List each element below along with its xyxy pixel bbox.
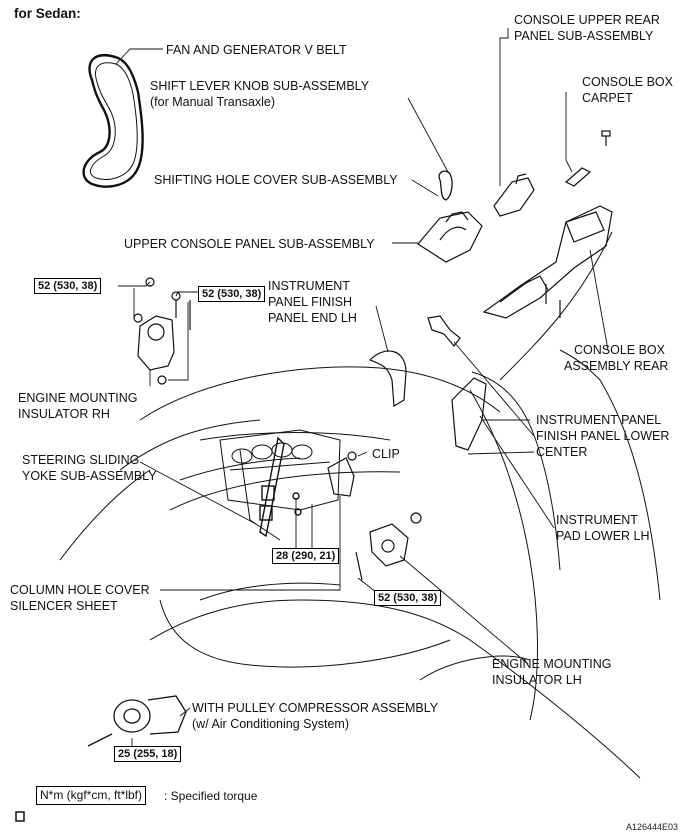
label-shift-knob: SHIFT LEVER KNOB SUB-ASSEMBLY (150, 79, 370, 93)
console-upper-rear-illustration (493, 177, 535, 217)
label-column-hole-cover-1: COLUMN HOLE COVER (10, 583, 150, 597)
torque-box-engine-mount-lh: 52 (530, 38) (374, 590, 442, 606)
label-ip-pad-lower-1: INSTRUMENT (556, 513, 638, 527)
label-engine-mount-rh-1: ENGINE MOUNTING (18, 391, 138, 405)
torque-box-steering-yoke: 28 (290, 21) (272, 548, 340, 564)
console-box-carpet-illustration (564, 167, 592, 187)
ip-pad-lower-illustration (451, 377, 487, 451)
label-ip-finish-end-2: PANEL FINISH (268, 295, 353, 309)
label-clip: CLIP (372, 447, 400, 461)
label-ip-pad-lower-2: PAD LOWER LH (556, 529, 650, 543)
label-compressor-1: WITH PULLEY COMPRESSOR ASSEMBLY (192, 701, 439, 715)
vehicle-silhouette (59, 231, 661, 779)
torque-box-compressor: 25 (255, 18) (114, 746, 182, 762)
label-compressor-2: (w/ Air Conditioning System) (192, 717, 350, 731)
torque-box-engine-mount-rh-side: 52 (530, 38) (198, 286, 266, 302)
legend-specified-torque-text: : Specified torque (164, 789, 258, 803)
bolt-top-right (601, 130, 611, 146)
label-ip-finish-lower-2: FINISH PANEL LOWER (536, 429, 670, 443)
label-steering-yoke-2: YOKE SUB-ASSEMBLY (22, 469, 157, 483)
label-column-hole-cover-2: SILENCER SHEET (10, 599, 118, 613)
diagram-title: for Sedan: (14, 6, 81, 21)
legend-torque-unit-box: N*m (kgf*cm, ft*lbf) (36, 786, 147, 805)
compressor-illustration (87, 695, 187, 747)
label-engine-mount-rh-2: INSULATOR RH (18, 407, 110, 421)
label-fan-belt: FAN AND GENERATOR V BELT (166, 43, 347, 57)
label-console-upper-rear-2: PANEL SUB-ASSEMBLY (514, 29, 654, 43)
label-console-box-rear-2: ASSEMBLY REAR (564, 359, 669, 373)
engine-mount-rh-illustration (133, 277, 191, 385)
label-console-box-rear-1: CONSOLE BOX (574, 343, 665, 357)
label-console-box-carpet-1: CONSOLE BOX (582, 75, 673, 89)
label-console-upper-rear-1: CONSOLE UPPER REAR (514, 13, 660, 27)
leader-lines (115, 28, 609, 748)
ip-finish-end-illustration (368, 350, 407, 408)
label-ip-finish-lower-3: CENTER (536, 445, 588, 459)
engine-mount-lh-illustration (355, 512, 422, 581)
label-console-box-carpet-2: CARPET (582, 91, 633, 105)
ip-finish-lower-illustration (427, 315, 461, 347)
upper-console-illustration (417, 211, 483, 263)
column-hole-silencer-illustration (327, 457, 355, 497)
label-ip-finish-end-3: PANEL END LH (268, 311, 357, 325)
label-shifting-hole-cover: SHIFTING HOLE COVER SUB-ASSEMBLY (154, 173, 398, 187)
label-ip-finish-end-1: INSTRUMENT (268, 279, 350, 293)
label-shift-knob-note: (for Manual Transaxle) (150, 95, 276, 109)
engine-illustration (219, 429, 341, 511)
shift-knob-illustration (438, 170, 453, 201)
figure-code: A126444E03 (626, 822, 679, 832)
label-upper-console-panel: UPPER CONSOLE PANEL SUB-ASSEMBLY (124, 237, 375, 251)
steering-yoke-illustration (259, 436, 302, 538)
label-ip-finish-lower-1: INSTRUMENT PANEL (536, 413, 662, 427)
clip-illustration (347, 451, 357, 461)
label-engine-mount-lh-2: INSULATOR LH (492, 673, 582, 687)
console-box-rear-illustration (482, 205, 613, 319)
label-steering-yoke-1: STEERING SLIDING (22, 453, 140, 467)
v-belt-illustration (82, 54, 144, 188)
label-engine-mount-lh-1: ENGINE MOUNTING (492, 657, 612, 671)
torque-box-engine-mount-rh-upper: 52 (530, 38) (34, 278, 102, 294)
footer-marker-icon (15, 811, 25, 822)
